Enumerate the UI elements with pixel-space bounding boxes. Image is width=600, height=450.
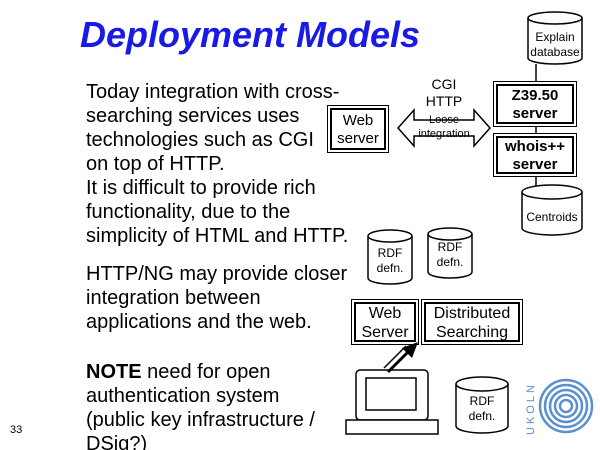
loose-integration-arrow	[396, 108, 492, 148]
z3950-server-label: server	[512, 105, 558, 122]
text-line: integration between	[86, 287, 261, 309]
text-line: NOTE need for open	[86, 360, 315, 384]
ukoln-logo-text: UKOLN	[525, 382, 537, 436]
text-line: It is difficult to provide rich	[86, 177, 316, 199]
rdf-mid-label: RDF defn.	[428, 240, 472, 270]
http-label: HTTP	[425, 93, 463, 109]
rdf-label: RDF	[377, 246, 403, 260]
web-label: Web	[368, 305, 402, 322]
text-line: technologies such as CGI	[86, 129, 314, 151]
whois-label: whois++	[504, 138, 566, 155]
rdf-label: RDF	[437, 240, 463, 254]
cgi-http-label: CGI HTTP	[418, 76, 470, 110]
web-server-box: Web server	[327, 105, 389, 153]
defn-label: defn.	[468, 409, 496, 423]
rdf-left-cylinder	[367, 229, 413, 285]
note-label: NOTE	[86, 361, 142, 383]
database-label: database	[530, 45, 580, 59]
explain-database-label: Explain database	[526, 30, 584, 60]
distributed-searching-box: Distributed Searching	[421, 299, 523, 345]
defn-label: defn.	[436, 255, 464, 269]
text-line: applications and the web.	[86, 311, 312, 333]
whois-server-label: server	[512, 156, 558, 173]
computer-icon	[345, 369, 439, 435]
defn-label: defn.	[376, 261, 404, 275]
explain-database-cylinder	[527, 11, 583, 65]
centroids-cylinder	[521, 184, 583, 236]
paragraph-note: NOTE need for open authentication system…	[86, 360, 315, 450]
text-line: searching services uses	[86, 105, 300, 127]
paragraph-httpng: HTTP/NG may provide closer integration b…	[86, 262, 347, 334]
z3950-server-box: Z39.50 server	[493, 81, 577, 127]
text-line: on top of HTTP.	[86, 153, 225, 175]
rdf-bottom-label: RDF defn.	[458, 394, 506, 424]
text-line: simplicity of HTML and HTTP.	[86, 225, 349, 247]
web-server-label-2: server	[337, 130, 379, 147]
rdf-left-label: RDF defn.	[368, 246, 412, 276]
z3950-label: Z39.50	[511, 87, 559, 104]
client-arrow	[383, 342, 418, 374]
ukoln-logo-spiral	[538, 378, 594, 434]
note-rest: need for open	[141, 361, 271, 383]
text-line: Today integration with cross-	[86, 81, 340, 103]
whois-server-box: whois++ server	[493, 133, 577, 177]
paragraph-cgi: Today integration with cross- searching …	[86, 80, 348, 248]
distributed-label: Distributed	[433, 305, 511, 322]
page-title: Deployment Models	[80, 14, 421, 55]
text-line: functionality, due to the	[86, 201, 291, 223]
text-line: HTTP/NG may provide closer	[86, 263, 348, 285]
rdf-mid-cylinder	[427, 227, 473, 279]
rdf-label: RDF	[469, 394, 495, 408]
rdf-bottom-cylinder	[455, 376, 509, 434]
centroids-label: Centroids	[526, 210, 578, 224]
server-label: Server	[361, 324, 409, 341]
text-line: DSig?)	[86, 433, 148, 450]
web-server-bottom-box: Web Server	[351, 299, 419, 345]
explain-label: Explain	[535, 30, 575, 44]
web-server-label-1: Web	[342, 112, 374, 129]
cgi-label: CGI	[431, 76, 457, 92]
loose-integration-label: Loose integration	[408, 113, 480, 141]
searching-label: Searching	[435, 324, 509, 341]
text-line: (public key infrastructure /	[86, 409, 315, 431]
loose-label: Loose	[429, 114, 459, 126]
integration-label: integration	[418, 128, 470, 140]
text-line: authentication system	[86, 385, 280, 407]
page-number: 33	[10, 424, 23, 436]
